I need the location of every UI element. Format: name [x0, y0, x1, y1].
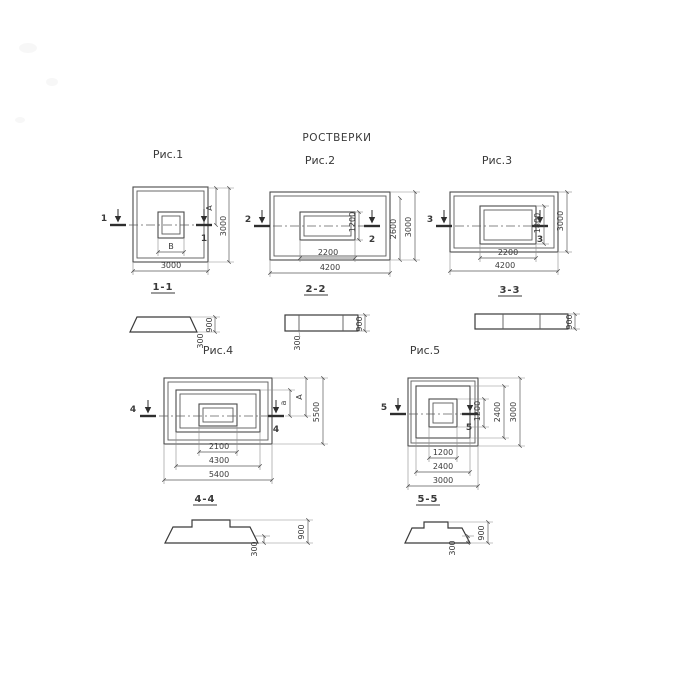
section-3-3-dim-total: 900	[565, 314, 574, 329]
figure-5: Рис.5 5 5	[381, 344, 525, 490]
section-2-2-dim-total: 900	[355, 316, 364, 331]
figure-5-cut-line	[388, 396, 480, 416]
figure-4-dim-right-3: 5500	[312, 402, 321, 422]
figure-1-dimension-lines	[131, 186, 234, 275]
figure-4-dim-bottom-3: 5400	[209, 470, 229, 479]
section-4-4-dim-total: 900	[297, 524, 306, 539]
cut-arrow-icon	[362, 208, 382, 228]
figure-3-title: Рис.3	[482, 154, 512, 167]
figure-3-dim-bottom-inner: 2200	[498, 248, 518, 257]
figure-4-dim-right-1: a	[279, 400, 288, 405]
section-4-4-dim-step: 300	[250, 541, 259, 556]
figure-1-dim-bottom-inner: B	[168, 242, 174, 251]
figure-1-cut-mark-right: 1	[201, 234, 207, 244]
section-1-1-dim-total: 900	[205, 317, 214, 332]
section-5-5-label: 5-5	[417, 494, 438, 505]
section-5-5-dim-total: 900	[477, 525, 486, 540]
figure-4-cut-mark-left: 4	[130, 405, 136, 415]
figure-1-cut-line	[108, 207, 214, 227]
figure-4-dimension-lines	[162, 376, 328, 484]
figure-1-title: Рис.1	[153, 148, 183, 161]
figure-1: Рис.1 1 1 A 3000 B 3000	[101, 148, 234, 275]
figure-3-dimension-lines	[448, 190, 572, 275]
figure-2-dim-bottom-inner: 2200	[318, 248, 338, 257]
figure-5-dim-right-3: 3000	[509, 402, 518, 422]
cut-arrow-icon	[252, 208, 272, 228]
section-4-4-label: 4-4	[194, 494, 215, 505]
figure-3-cut-mark-right: 3	[537, 235, 543, 245]
figure-4-plan	[163, 377, 273, 445]
figure-2-dimension-lines	[268, 190, 420, 277]
figure-5-dim-bottom-2: 2400	[433, 462, 453, 471]
section-2-2-label: 2-2	[305, 284, 326, 295]
section-2-2-profile	[284, 314, 359, 332]
figure-4-dim-right-2: A	[295, 394, 304, 400]
figure-5-dim-bottom-1: 1200	[433, 448, 453, 457]
section-1-1-dim-step: 300	[196, 333, 205, 348]
cut-arrow-icon	[108, 207, 128, 227]
section-1-1-profile	[129, 316, 198, 333]
section-1-1: 1-1 900 300	[129, 282, 220, 349]
section-5-5: 5-5 900 300	[404, 494, 493, 556]
figure-4-title: Рис.4	[203, 344, 233, 357]
figure-5-dim-bottom-3: 3000	[433, 476, 453, 485]
figure-2-title: Рис.2	[305, 154, 335, 167]
figure-4: Рис.4 4 4	[130, 344, 328, 484]
figure-5-cut-mark-left: 5	[381, 403, 387, 413]
figure-5-dimension-lines	[406, 376, 525, 490]
figure-1-dim-bottom-outer: 3000	[161, 261, 181, 270]
section-2-2-dim-step: 300	[293, 335, 302, 350]
cut-arrow-icon	[138, 398, 158, 418]
section-5-5-dim-step: 300	[448, 540, 457, 555]
figure-1-cut-mark-left: 1	[101, 214, 107, 224]
figure-5-title: Рис.5	[410, 344, 440, 357]
figure-3-cut-line	[434, 208, 550, 228]
section-3-3-label: 3-3	[499, 285, 520, 296]
figure-3-plan	[449, 191, 559, 253]
section-3-3: 3-3 900	[474, 285, 580, 331]
figure-1-dim-right-inner: A	[205, 205, 214, 211]
figure-4-dim-bottom-2: 4300	[209, 456, 229, 465]
drawing-title: РОСТВЕРКИ	[302, 132, 371, 144]
figure-5-dim-right-1: 1200	[473, 401, 482, 421]
figure-1-dim-right-outer: 3000	[219, 216, 228, 236]
figure-4-cut-line	[138, 398, 286, 418]
figure-5-dim-right-2: 2400	[493, 402, 502, 422]
cut-arrow-icon	[388, 396, 408, 416]
figure-4-cut-mark-right: 4	[273, 425, 279, 435]
section-4-4-profile	[164, 519, 259, 544]
figure-2: Рис.2 2 2 1200	[245, 154, 420, 277]
figure-3-dim-right-inner: 1800	[533, 213, 542, 233]
figure-5-plan	[407, 377, 479, 447]
figure-2-dim-right-2: 2600	[389, 219, 398, 239]
figure-2-cut-mark-right: 2	[369, 235, 375, 245]
figure-3-dim-right-outer: 3000	[556, 211, 565, 231]
section-4-4: 4-4 900 300	[164, 494, 313, 557]
figure-2-dim-right-1: 1200	[348, 212, 357, 232]
figure-2-dim-bottom-outer: 4200	[320, 263, 340, 272]
section-3-3-profile	[474, 313, 569, 330]
section-5-5-profile	[404, 521, 471, 544]
figure-5-cut-mark-right: 5	[466, 423, 472, 433]
scan-noise	[15, 43, 58, 123]
figure-3-cut-mark-left: 3	[427, 215, 433, 225]
figure-3-dim-bottom-outer: 4200	[495, 261, 515, 270]
section-2-2: 2-2 900 300	[284, 284, 370, 351]
figure-4-dim-bottom-1: 2100	[209, 442, 229, 451]
figure-2-cut-mark-left: 2	[245, 215, 251, 225]
section-1-1-label: 1-1	[152, 282, 173, 293]
figure-3: Рис.3 3 3 1800 3000	[427, 154, 572, 275]
figure-2-dim-right-3: 3000	[404, 217, 413, 237]
